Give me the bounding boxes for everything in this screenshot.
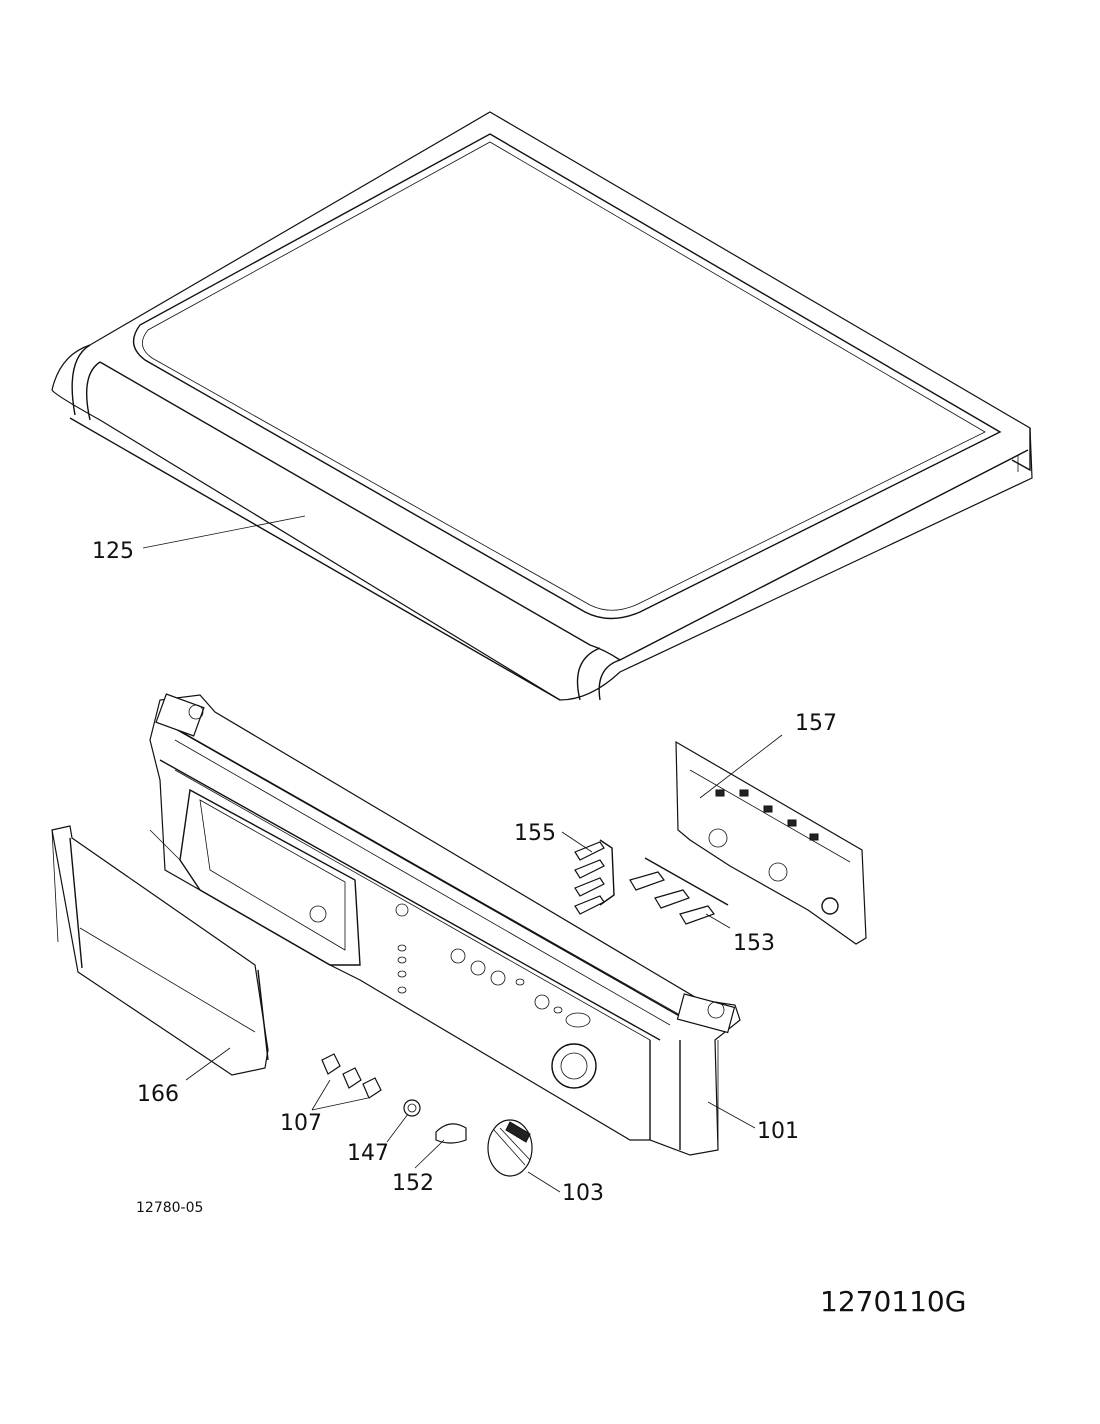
leader-lines (142, 515, 783, 1193)
label-152: 152 (392, 1171, 434, 1196)
sheet-code: 1270110G (820, 1285, 966, 1318)
label-147: 147 (347, 1141, 389, 1166)
drawing-number: 12780-05 (136, 1200, 203, 1216)
drawer-front-part[interactable] (51, 825, 269, 1076)
key-strip-155-part[interactable] (574, 839, 615, 915)
pcb-board-part[interactable] (675, 740, 867, 945)
label-166: 166 (137, 1082, 179, 1107)
label-125: 125 (92, 539, 134, 564)
knob-103-part[interactable] (487, 1119, 533, 1177)
label-155: 155 (514, 821, 556, 846)
label-107: 107 (280, 1111, 322, 1136)
buttons-107-part[interactable] (321, 1053, 382, 1099)
control-panel-part[interactable] (149, 693, 741, 1156)
label-103: 103 (562, 1181, 604, 1206)
label-153: 153 (733, 931, 775, 956)
top-cover-part[interactable] (51, 111, 1033, 701)
button-147-part[interactable] (403, 1099, 421, 1117)
label-101: 101 (757, 1119, 799, 1144)
label-157: 157 (795, 711, 837, 736)
button-152-part[interactable] (435, 1123, 467, 1144)
key-strip-153-part[interactable] (629, 857, 729, 925)
